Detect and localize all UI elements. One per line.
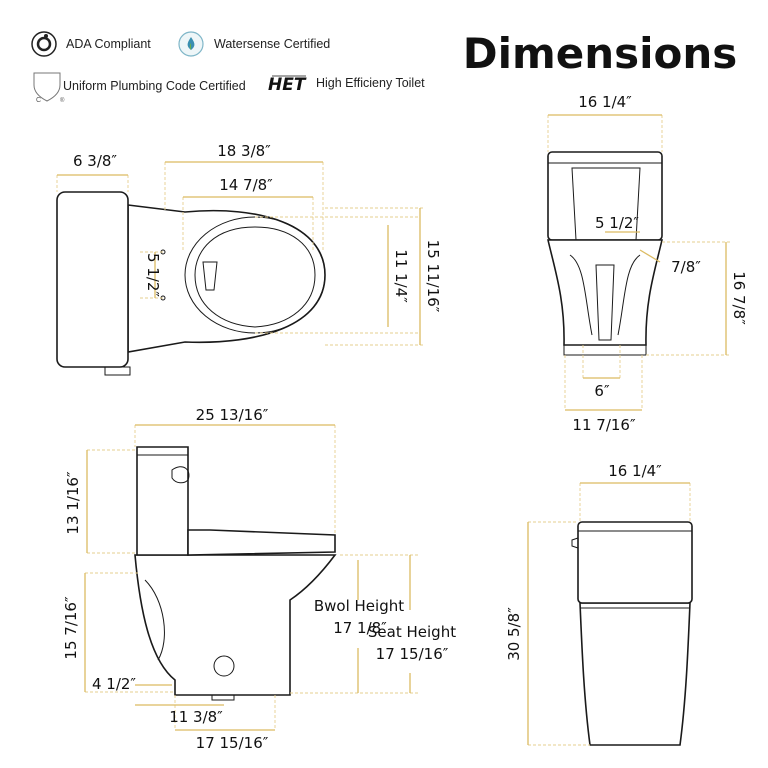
bowl-outline — [579, 602, 691, 746]
tank-width-label: 16 1/4″ — [578, 93, 632, 111]
side-view: 25 13/16″ 13 1/16″ 15 7/16″ 4 1/2″ 11 3/… — [62, 406, 456, 752]
overall-bowl-label: 18 3/8″ — [217, 142, 271, 160]
badge-upc: C ® Uniform Plumbing Code Certified — [33, 72, 246, 104]
seat-opening-length-label: 14 7/8″ — [219, 176, 273, 194]
badge-het: HET High Efficieny Toilet — [268, 75, 425, 95]
badge-label: Uniform Plumbing Code Certified — [63, 79, 246, 93]
wheelchair-icon — [31, 31, 57, 57]
bowl-outline — [546, 239, 664, 346]
bowl-width-label: 15 11/16″ — [424, 240, 442, 313]
overall-depth-label: 25 13/16″ — [196, 406, 269, 424]
bolt-spacing-label: 5 1/2″ — [144, 253, 162, 297]
rough-in-label: 11 3/8″ — [169, 708, 223, 726]
tank-outline — [577, 521, 693, 604]
bowl-height-title: Bwol Height — [314, 597, 404, 615]
tank-width-label: 16 1/4″ — [608, 462, 662, 480]
back-view: 16 1/4″ 30 5/8″ — [505, 462, 693, 746]
seat-height-title: Seat Height — [368, 623, 456, 641]
bowl-lower-height-label: 15 7/16″ — [62, 596, 80, 660]
tank-height-label: 13 1/16″ — [64, 471, 82, 535]
upc-shield-icon — [33, 72, 61, 102]
badge-label: High Efficieny Toilet — [316, 76, 425, 90]
het-logo-icon: HET — [268, 75, 307, 95]
bowl-outline — [134, 554, 337, 696]
tank-outline — [136, 446, 189, 556]
base-depth-label: 17 15/16″ — [196, 734, 269, 752]
tank-outline — [56, 191, 129, 368]
rough-in-offset-label: 4 1/2″ — [92, 675, 136, 693]
svg-text:®: ® — [60, 97, 65, 104]
inlet-size-label: 7/8″ — [671, 258, 701, 276]
page-title: Dimensions — [463, 29, 738, 78]
badge-ada: ADA Compliant — [31, 31, 151, 57]
top-view: 6 3/8″ 18 3/8″ 14 7/8″ 5 1/2″ 11 1/4″ 15… — [56, 142, 442, 376]
base-width-label: 11 7/16″ — [572, 416, 636, 434]
tank-depth-label: 6 3/8″ — [73, 152, 117, 170]
badge-watersense: Watersense Certified — [178, 31, 330, 57]
badge-label: Watersense Certified — [214, 37, 330, 51]
inlet-height-label: 16 7/8″ — [730, 271, 748, 325]
base-inner-label: 6″ — [594, 382, 610, 400]
inlet-offset-label: 5 1/2″ — [595, 214, 639, 232]
seat-height-value: 17 15/16″ — [376, 645, 449, 663]
seat-opening-width-label: 11 1/4″ — [392, 249, 410, 303]
overall-height-label: 30 5/8″ — [505, 607, 523, 661]
bowl-height-value: 17 1/8″ — [333, 619, 387, 637]
front-view: 16 1/4″ 5 1/2″ 7/8″ 16 7/8″ 6″ 11 7/16″ — [546, 93, 748, 434]
svg-text:C: C — [36, 97, 41, 104]
badge-label: ADA Compliant — [66, 37, 151, 51]
